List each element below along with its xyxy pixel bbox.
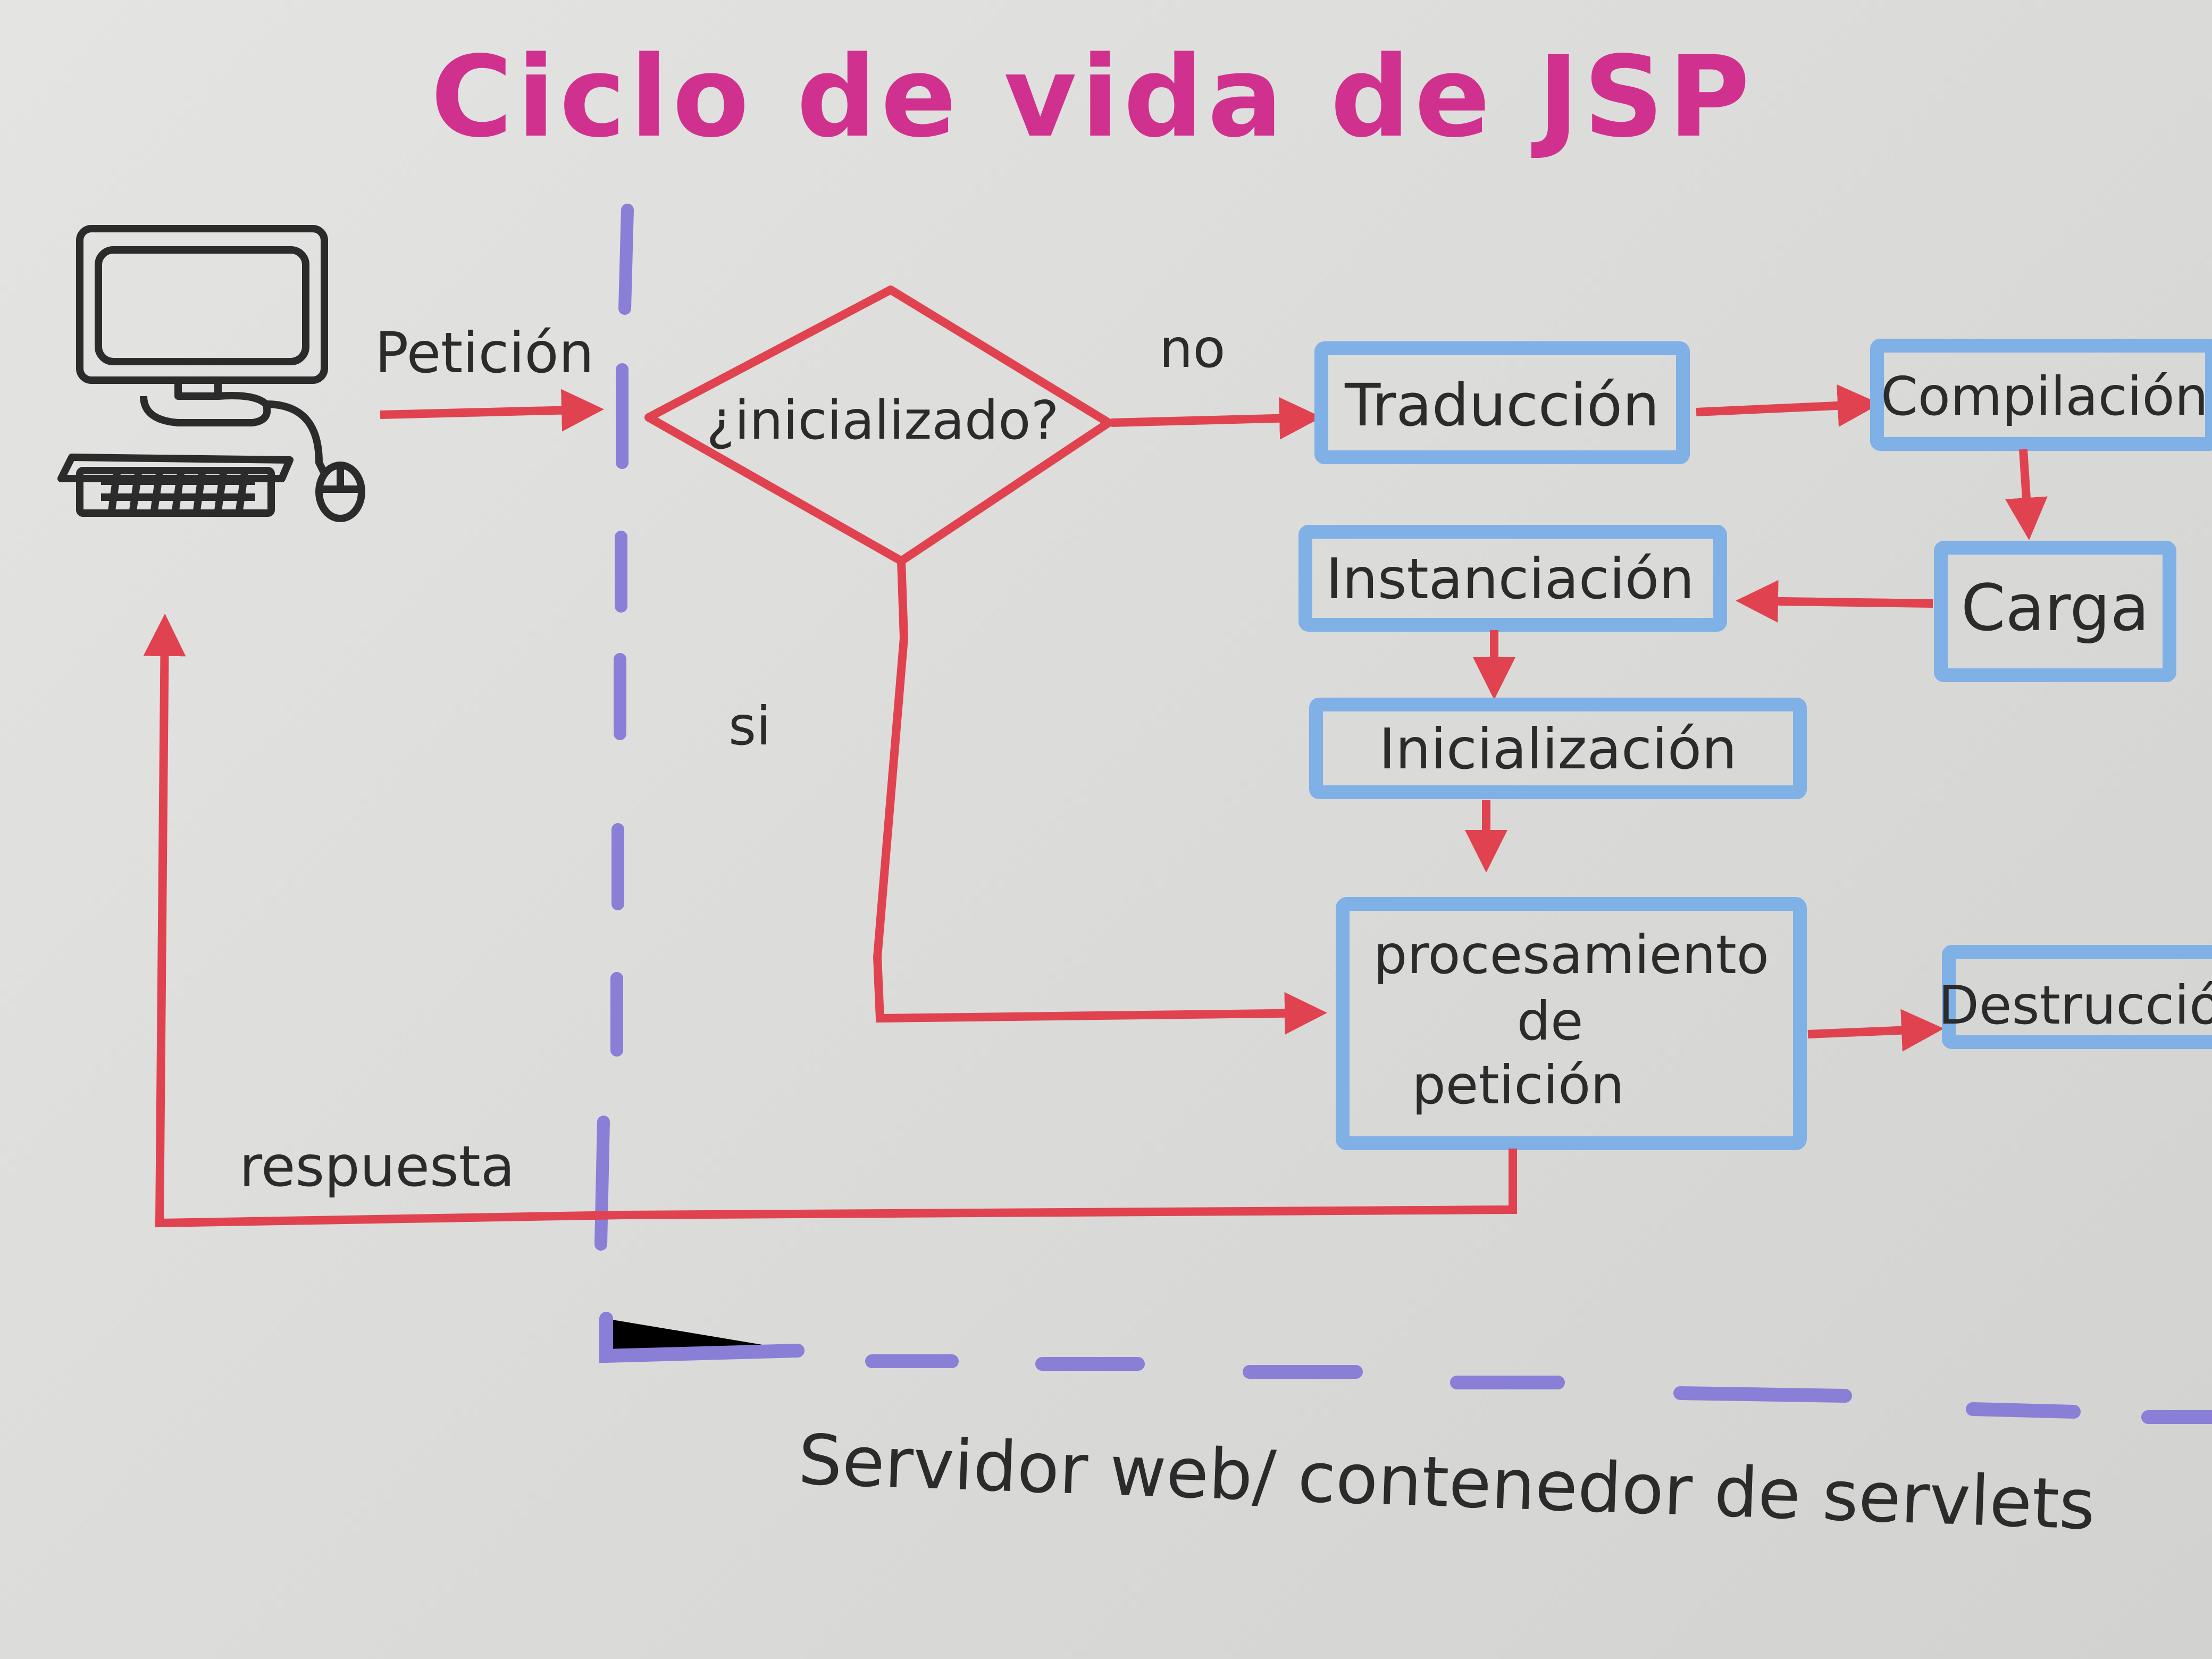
computer-icon xyxy=(57,225,365,522)
step-label-destruction: Destrucción xyxy=(1938,974,2212,1036)
arrow-loading-instantiation xyxy=(1736,580,1933,623)
step-box-translation xyxy=(1314,341,1690,464)
decision-label: ¿inicializado? xyxy=(706,389,1059,451)
request-arrow xyxy=(380,389,604,432)
step-label-loading: Carga xyxy=(1961,572,2149,646)
arrow-processing-destruction xyxy=(1807,1009,1944,1052)
step-label-processing-line3: petición xyxy=(1412,1054,1624,1116)
response-arrow xyxy=(143,614,1517,1228)
step-box-instantiation xyxy=(1298,525,1727,632)
step-label-processing-line1: procesamiento xyxy=(1373,924,1769,986)
arrow-translation-compilation xyxy=(1696,384,1880,427)
server-label: Servidor web/ contenedor de servlets xyxy=(797,1419,2097,1545)
step-label-initialization: Inicialización xyxy=(1379,717,1737,782)
request-label: Petición xyxy=(375,321,594,386)
step-label-instantiation: Instanciación xyxy=(1326,547,1694,611)
step-box-compilation xyxy=(1870,339,2212,451)
step-label-compilation: Compilación xyxy=(1881,365,2208,428)
step-box-initialization xyxy=(1309,698,1807,799)
yes-label: si xyxy=(728,695,771,757)
no-arrow xyxy=(1111,397,1322,440)
diagram-title: Ciclo de vida de JSP xyxy=(431,32,1754,162)
server-boundary-vertical xyxy=(594,204,634,1251)
step-label-translation: Traducción xyxy=(1344,371,1660,439)
yes-arrow xyxy=(873,560,1327,1035)
response-label: respuesta xyxy=(239,1134,515,1199)
step-box-loading xyxy=(1934,541,2176,682)
step-label-processing-line2: de xyxy=(1517,990,1583,1052)
arrow-compilation-loading xyxy=(2005,449,2048,540)
server-boundary-horizontal xyxy=(599,1312,2212,1424)
no-label: no xyxy=(1159,317,1226,380)
step-box-destruction xyxy=(1942,945,2212,1049)
step-box-processing xyxy=(1336,897,1807,1150)
